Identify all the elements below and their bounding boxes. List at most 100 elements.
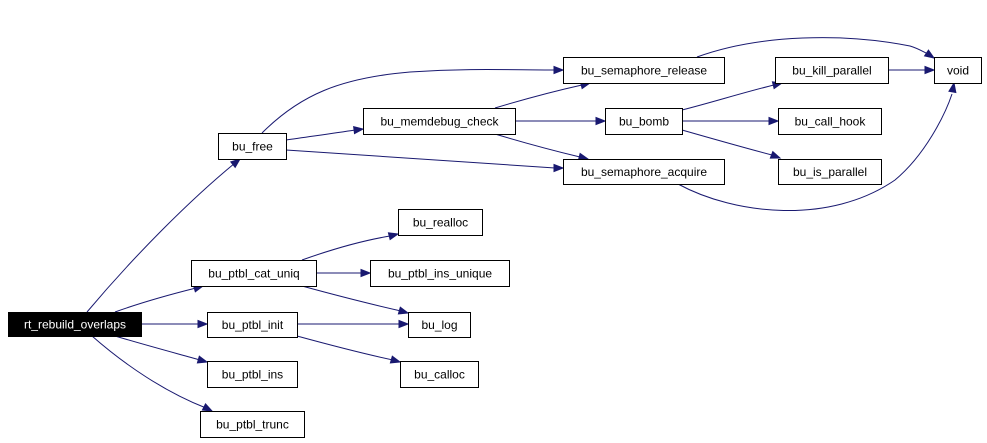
- node-box: [400, 361, 479, 388]
- node-bu-kill-parallel[interactable]: bu_kill_parallel: [775, 57, 889, 84]
- edge-bu_ptbl_cat_uniq-to-bu_ptbl_ins_unique: [316, 268, 372, 278]
- arrowhead: [595, 116, 607, 126]
- nodes-layer: rt_rebuild_overlaps bu_free bu_ptbl_cat_un…: [8, 57, 982, 438]
- arrowhead: [923, 49, 936, 59]
- edge-line: [86, 162, 236, 313]
- node-box: [563, 57, 725, 84]
- node-label: rt_rebuild_overlaps: [24, 318, 126, 332]
- edge-rt_rebuild_overlaps-to-bu_ptbl_init: [141, 319, 209, 329]
- edge-line: [285, 149, 556, 169]
- arrowhead: [553, 65, 565, 75]
- edge-line: [285, 129, 356, 141]
- node-bu-call-hook[interactable]: bu_call_hook: [778, 108, 882, 135]
- node-box: [934, 57, 982, 84]
- node-bu-semaphore-acquire[interactable]: bu_semaphore_acquire: [563, 159, 725, 185]
- node-bu-ptbl-trunc[interactable]: bu_ptbl_trunc: [200, 411, 305, 438]
- edge-bu_bomb-to-bu_kill_parallel: [681, 81, 784, 111]
- edge-line: [681, 129, 773, 156]
- node-label: void: [947, 64, 969, 78]
- edge-line: [301, 235, 391, 261]
- edge-line: [677, 93, 953, 211]
- edge-bu_free-to-bu_semaphore_release: [261, 65, 565, 134]
- node-box: [408, 312, 471, 338]
- node-bu-semaphore-release[interactable]: bu_semaphore_release: [563, 57, 725, 84]
- node-label: bu_realloc: [413, 216, 468, 230]
- edge-line: [261, 69, 556, 134]
- edge-line: [91, 335, 207, 409]
- node-box: [191, 260, 317, 287]
- edge-bu_semaphore_acquire-to-void: [677, 81, 957, 211]
- node-label: bu_ptbl_cat_uniq: [208, 267, 299, 281]
- arrowhead: [353, 125, 365, 135]
- node-bu-log[interactable]: bu_log: [408, 312, 471, 338]
- edge-bu_free-to-bu_memdebug_check: [285, 125, 365, 141]
- node-box: [8, 312, 142, 337]
- edge-line: [681, 84, 775, 111]
- node-label: bu_bomb: [619, 115, 669, 129]
- node-bu-realloc[interactable]: bu_realloc: [398, 209, 483, 236]
- node-label: bu_semaphore_acquire: [581, 165, 707, 179]
- node-label: bu_log: [421, 318, 457, 332]
- edge-bu_bomb-to-bu_call_hook: [682, 116, 780, 126]
- node-box: [778, 108, 882, 135]
- node-void[interactable]: void: [934, 57, 982, 84]
- node-rt-rebuild-overlaps[interactable]: rt_rebuild_overlaps: [8, 312, 142, 337]
- node-bu-free[interactable]: bu_free: [218, 133, 287, 160]
- edge-bu_ptbl_cat_uniq-to-bu_realloc: [301, 232, 400, 261]
- arrowhead: [924, 65, 936, 75]
- edge-line: [296, 335, 394, 361]
- arrowhead: [360, 268, 372, 278]
- node-box: [398, 209, 483, 236]
- edge-line: [114, 287, 197, 313]
- node-label: bu_kill_parallel: [792, 64, 871, 78]
- node-box: [207, 312, 298, 338]
- edge-line: [696, 37, 929, 58]
- node-label: bu_ptbl_init: [222, 318, 284, 332]
- arrowhead: [768, 116, 780, 126]
- arrowhead: [553, 163, 565, 173]
- edge-rt_rebuild_overlaps-to-bu_ptbl_ins: [114, 335, 209, 364]
- node-label: bu_ptbl_ins_unique: [388, 267, 492, 281]
- node-label: bu_ptbl_ins: [222, 368, 283, 382]
- edge-rt_rebuild_overlaps-to-bu_ptbl_cat_uniq: [114, 284, 205, 313]
- node-box: [775, 57, 889, 84]
- edge-bu_bomb-to-bu_is_parallel: [681, 129, 782, 159]
- node-bu-ptbl-init[interactable]: bu_ptbl_init: [207, 312, 298, 338]
- arrowhead: [398, 319, 410, 329]
- edge-bu_memdebug_check-to-bu_bomb: [515, 116, 607, 126]
- node-bu-ptbl-ins-unique[interactable]: bu_ptbl_ins_unique: [370, 260, 510, 287]
- node-label: bu_calloc: [414, 368, 465, 382]
- node-bu-ptbl-ins[interactable]: bu_ptbl_ins: [207, 361, 298, 388]
- arrowhead: [948, 81, 957, 94]
- edge-bu_ptbl_cat_uniq-to-bu_log: [301, 285, 410, 315]
- node-box: [207, 361, 298, 388]
- node-bu-ptbl-cat-uniq[interactable]: bu_ptbl_cat_uniq: [191, 260, 317, 287]
- node-box: [218, 133, 287, 160]
- node-bu-bomb[interactable]: bu_bomb: [605, 108, 683, 135]
- node-box: [363, 108, 516, 135]
- arrowhead: [387, 232, 400, 241]
- edge-line: [301, 285, 402, 312]
- node-bu-memdebug-check[interactable]: bu_memdebug_check: [363, 108, 516, 135]
- node-box: [605, 108, 683, 135]
- arrowhead: [397, 306, 410, 315]
- edge-bu_semaphore_release-to-void: [696, 37, 936, 59]
- node-label: bu_is_parallel: [793, 165, 867, 179]
- node-label: bu_ptbl_trunc: [216, 418, 289, 432]
- node-label: bu_free: [232, 140, 273, 154]
- node-bu-is-parallel[interactable]: bu_is_parallel: [778, 159, 882, 185]
- node-box: [200, 411, 305, 438]
- node-bu-calloc[interactable]: bu_calloc: [400, 361, 479, 388]
- edge-line: [114, 335, 201, 361]
- edge-rt_rebuild_overlaps-to-bu_ptbl_trunc: [91, 335, 214, 412]
- node-box: [563, 159, 725, 185]
- edge-line: [494, 84, 583, 109]
- arrowhead: [196, 355, 209, 364]
- arrowhead: [769, 150, 782, 159]
- edge-rt_rebuild_overlaps-to-bu_free: [86, 158, 242, 313]
- edge-bu_free-to-bu_semaphore_acquire: [285, 149, 565, 173]
- node-label: bu_call_hook: [795, 115, 867, 129]
- edges-layer: [86, 37, 957, 412]
- arrowhead: [389, 355, 402, 364]
